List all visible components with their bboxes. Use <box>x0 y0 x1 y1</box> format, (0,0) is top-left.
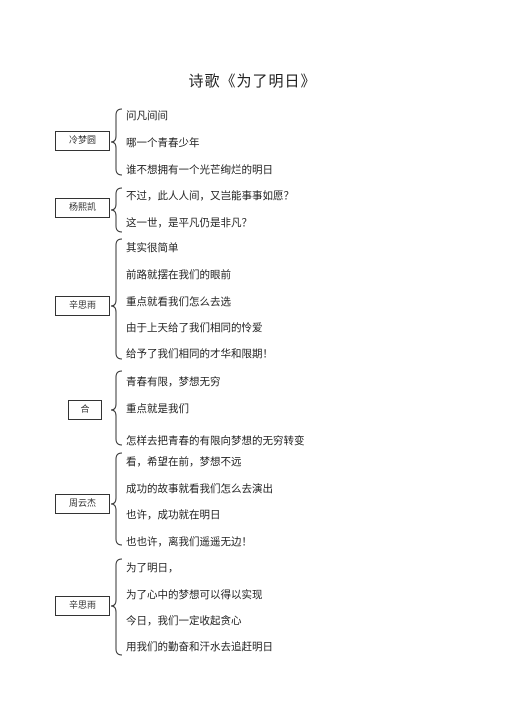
poem-line: 也许，成功就在明日 <box>126 509 221 521</box>
poem-line: 前路就摆在我们的眼前 <box>126 269 231 281</box>
speaker-box: 杨熙凯 <box>55 198 110 218</box>
poem-line: 怎样去把青春的有限向梦想的无穷转变 <box>126 435 305 447</box>
poem-line: 今日，我们一定收起贪心 <box>126 615 242 627</box>
speaker-box: 冷梦圆 <box>55 131 110 151</box>
speaker-box: 合 <box>68 400 102 420</box>
poem-line: 为了心中的梦想可以得以实现 <box>126 589 263 601</box>
poem-line: 问凡间间 <box>126 110 168 122</box>
speaker-box: 周云杰 <box>55 494 110 514</box>
bracket-brace <box>110 108 123 176</box>
poem-line: 重点就看我们怎么去选 <box>126 296 231 308</box>
bracket-brace <box>110 558 123 656</box>
speaker-box: 辛思雨 <box>55 296 110 316</box>
poem-line: 为了明日， <box>126 562 179 574</box>
poem-line: 重点就是我们 <box>126 403 189 415</box>
poem-line: 谁不想拥有一个光芒绚烂的明日 <box>126 164 273 176</box>
poem-line: 给予了我们相同的才华和限期！ <box>126 348 273 360</box>
poem-line: 这一世，是平凡仍是非凡？ <box>126 217 252 229</box>
poem-line: 青春有限，梦想无穷 <box>126 376 221 388</box>
bracket-brace <box>110 370 123 446</box>
bracket-brace <box>110 452 123 546</box>
poem-line: 由于上天给了我们相同的怜爱 <box>126 322 263 334</box>
bracket-brace <box>110 187 123 233</box>
poem-line: 哪一个青春少年 <box>126 137 200 149</box>
speaker-box: 辛思雨 <box>55 596 110 616</box>
poem-line: 不过，此人人间，又岂能事事如愿？ <box>126 190 294 202</box>
poem-line: 成功的故事就看我们怎么去演出 <box>126 483 273 495</box>
bracket-brace <box>110 238 123 360</box>
poem-line: 也也许，离我们遥遥无边！ <box>126 536 252 548</box>
poem-line: 用我们的勤奋和汗水去追赶明日 <box>126 641 273 653</box>
page-title: 诗歌《为了明日》 <box>188 72 317 90</box>
poem-line: 看，希望在前，梦想不远 <box>126 456 242 468</box>
poem-line: 其实很简单 <box>126 242 179 254</box>
